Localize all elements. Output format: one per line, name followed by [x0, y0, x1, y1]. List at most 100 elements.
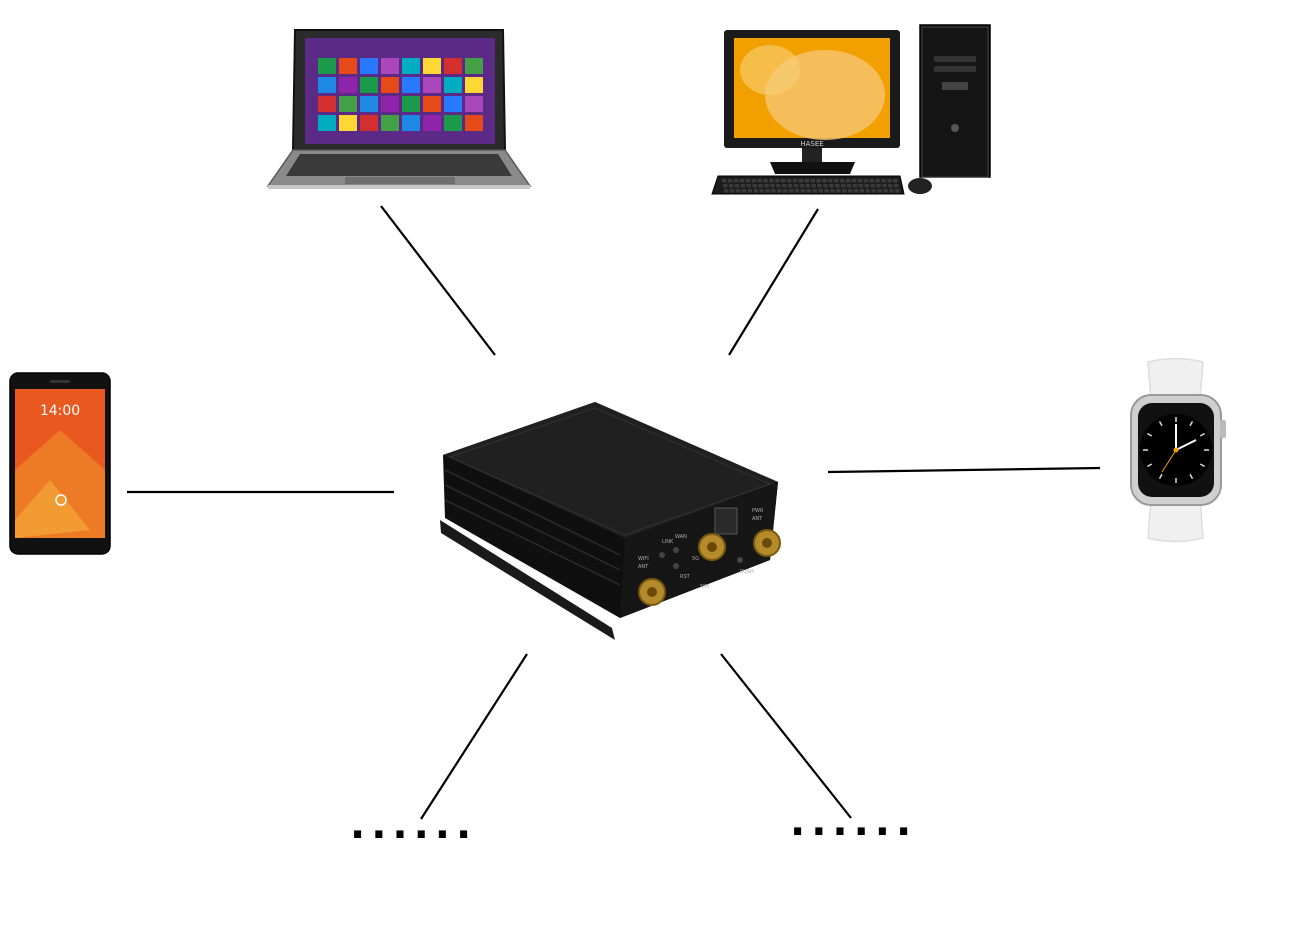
- link-more-right: [720, 653, 852, 819]
- keyboard-key: [788, 189, 794, 193]
- keyboard-keys: [722, 179, 900, 193]
- link-laptop: [380, 205, 496, 356]
- keyboard-key: [747, 189, 753, 193]
- keyboard-key: [853, 189, 859, 193]
- laptop-tiles: [318, 58, 483, 131]
- smartphone-icon: 14:00: [9, 372, 111, 555]
- keyboard-key: [794, 189, 800, 193]
- desktop-brand: HASEE: [800, 140, 823, 148]
- keyboard-key: [824, 189, 829, 193]
- router-label: PWR: [752, 508, 764, 514]
- keyboard-key: [805, 184, 811, 188]
- keyboard-key: [851, 179, 857, 183]
- laptop-tile: [318, 115, 336, 131]
- laptop-tile: [402, 96, 420, 112]
- keyboard-key: [799, 184, 805, 188]
- laptop-tile: [360, 77, 378, 93]
- laptop-tile: [465, 115, 483, 131]
- router-ports: [638, 507, 781, 606]
- laptop-tile: [339, 115, 357, 131]
- keyboard-key: [863, 179, 869, 183]
- keyboard-key: [835, 184, 840, 188]
- keyboard-key: [759, 189, 764, 193]
- keyboard-key: [783, 189, 788, 193]
- keyboard-key: [804, 179, 810, 183]
- laptop-tile: [444, 115, 462, 131]
- laptop-tile: [360, 96, 378, 112]
- keyboard-key: [877, 189, 882, 193]
- keyboard-key: [882, 184, 887, 188]
- keyboard-key: [857, 179, 863, 183]
- keyboard-key: [781, 179, 786, 183]
- keyboard-key: [786, 179, 792, 183]
- keyboard-key: [810, 179, 815, 183]
- laptop-tile: [360, 58, 378, 74]
- keyboard-key: [724, 189, 729, 193]
- keyboard-key: [859, 189, 865, 193]
- keyboard-key: [834, 179, 839, 183]
- keyboard-key: [865, 189, 871, 193]
- laptop-tile: [444, 58, 462, 74]
- keyboard-key: [735, 189, 741, 193]
- keyboard-key: [739, 179, 745, 183]
- keyboard-key: [758, 184, 763, 188]
- laptop-tile: [339, 77, 357, 93]
- laptop-tile: [423, 115, 441, 131]
- watch-tick: [1147, 463, 1153, 468]
- keyboard-key: [883, 189, 888, 193]
- keyboard-key: [895, 189, 900, 193]
- smartphone-time: 14:00: [40, 403, 80, 419]
- laptop-tile: [318, 77, 336, 93]
- keyboard-key: [864, 184, 870, 188]
- keyboard-key: [876, 184, 881, 188]
- keyboard-key: [870, 184, 875, 188]
- laptop-tile: [423, 77, 441, 93]
- keyboard-key: [798, 179, 804, 183]
- keyboard-key: [734, 184, 740, 188]
- keyboard-key: [818, 189, 823, 193]
- keyboard-key: [723, 184, 728, 188]
- watch-ticks: [1143, 417, 1209, 483]
- keyboard-key: [817, 184, 822, 188]
- desktop-icon: HASEE: [711, 24, 991, 195]
- keyboard-key: [871, 189, 876, 193]
- keyboard-key: [889, 189, 894, 193]
- watch-tick: [1199, 432, 1205, 437]
- keyboard-key: [830, 189, 835, 193]
- keyboard-key: [846, 184, 852, 188]
- laptop-tile: [465, 77, 483, 93]
- laptop-tile: [444, 96, 462, 112]
- laptop-tile: [339, 58, 357, 74]
- link-smartwatch: [827, 466, 1101, 474]
- laptop-tile: [465, 96, 483, 112]
- router-label: PUSH: [740, 569, 754, 575]
- laptop-tile: [444, 77, 462, 93]
- keyboard-key: [751, 179, 756, 183]
- keyboard-key: [845, 179, 851, 183]
- laptop-tile: [381, 77, 399, 93]
- router-label: 5G: [692, 556, 699, 562]
- laptop-tile: [339, 96, 357, 112]
- keyboard-key: [746, 184, 752, 188]
- keyboard-key: [793, 184, 799, 188]
- laptop-tile: [381, 58, 399, 74]
- keyboard-key: [722, 179, 727, 183]
- keyboard-key: [728, 184, 734, 188]
- laptop-tile: [381, 96, 399, 112]
- more-devices-left: ......: [350, 802, 478, 848]
- keyboard-key: [787, 184, 793, 188]
- keyboard-key: [729, 189, 735, 193]
- keyboard-key: [775, 179, 780, 183]
- keyboard-key: [887, 179, 892, 183]
- keyboard-key: [852, 184, 858, 188]
- keyboard-key: [727, 179, 733, 183]
- laptop-tile: [318, 58, 336, 74]
- keyboard-key: [763, 179, 768, 183]
- laptop-tile: [465, 58, 483, 74]
- keyboard-key: [733, 179, 739, 183]
- keyboard-key: [812, 189, 817, 193]
- connection-lines: [127, 205, 1101, 820]
